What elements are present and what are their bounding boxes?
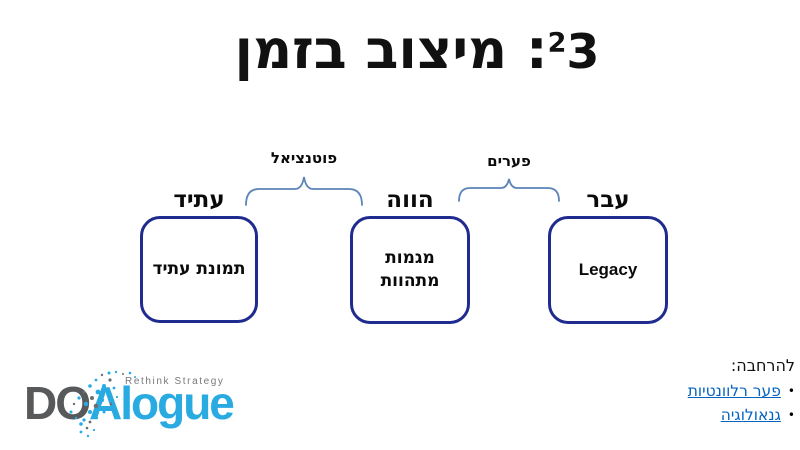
curly-brace-gaps [458, 178, 560, 202]
box-present-text-line1: מגמות [385, 248, 435, 269]
slide-number-superscript: 2 [547, 27, 567, 59]
curly-brace-potential [245, 176, 363, 206]
box-past-text: Legacy [578, 259, 638, 279]
box-past: Legacy [548, 216, 668, 324]
box-future: תמונת עתיד [140, 216, 258, 323]
bullet-icon: • [787, 408, 795, 422]
list-item: • פער רלוונטיות [688, 379, 795, 403]
column-label-past: עבר [586, 187, 630, 213]
box-present: מגמות מתהוות [350, 216, 470, 324]
box-future-text: תמונת עתיד [152, 259, 246, 280]
slide-number: 23 [547, 25, 600, 80]
logo-do-text: DO [24, 377, 91, 429]
further-reading-heading: להרחבה: [730, 356, 795, 375]
logo-alogue-text: Alogue [89, 377, 235, 429]
further-reading-list: • פער רלוונטיות • גנאולוגיה [688, 379, 795, 427]
brace-label-potential: פוטנציאל [270, 149, 338, 167]
box-present-text-line2: מתהוות [380, 271, 440, 291]
link-relevance-gap[interactable]: פער רלוונטיות [687, 382, 781, 400]
list-item: • גנאולוגיה [688, 403, 795, 427]
further-reading-section: להרחבה: • פער רלוונטיות • גנאולוגיה [688, 356, 795, 427]
logo-tagline: Rethink Strategy [125, 376, 225, 387]
link-genealogy[interactable]: גנאולוגיה [720, 406, 781, 424]
bullet-icon: • [787, 384, 795, 398]
page-title: 23: מיצוב בזמן [235, 21, 600, 79]
column-label-present: הווה [386, 187, 434, 213]
column-label-future: עתיד [173, 187, 225, 213]
title-text: : מיצוב בזמן [234, 18, 548, 81]
title-row: 23: מיצוב בזמן [0, 21, 800, 79]
logo-wordmark: DOAlogue [24, 377, 235, 429]
brace-label-gaps: פערים [487, 152, 531, 170]
doalogue-logo: Rethink Strategy DOAlogue [24, 370, 239, 448]
